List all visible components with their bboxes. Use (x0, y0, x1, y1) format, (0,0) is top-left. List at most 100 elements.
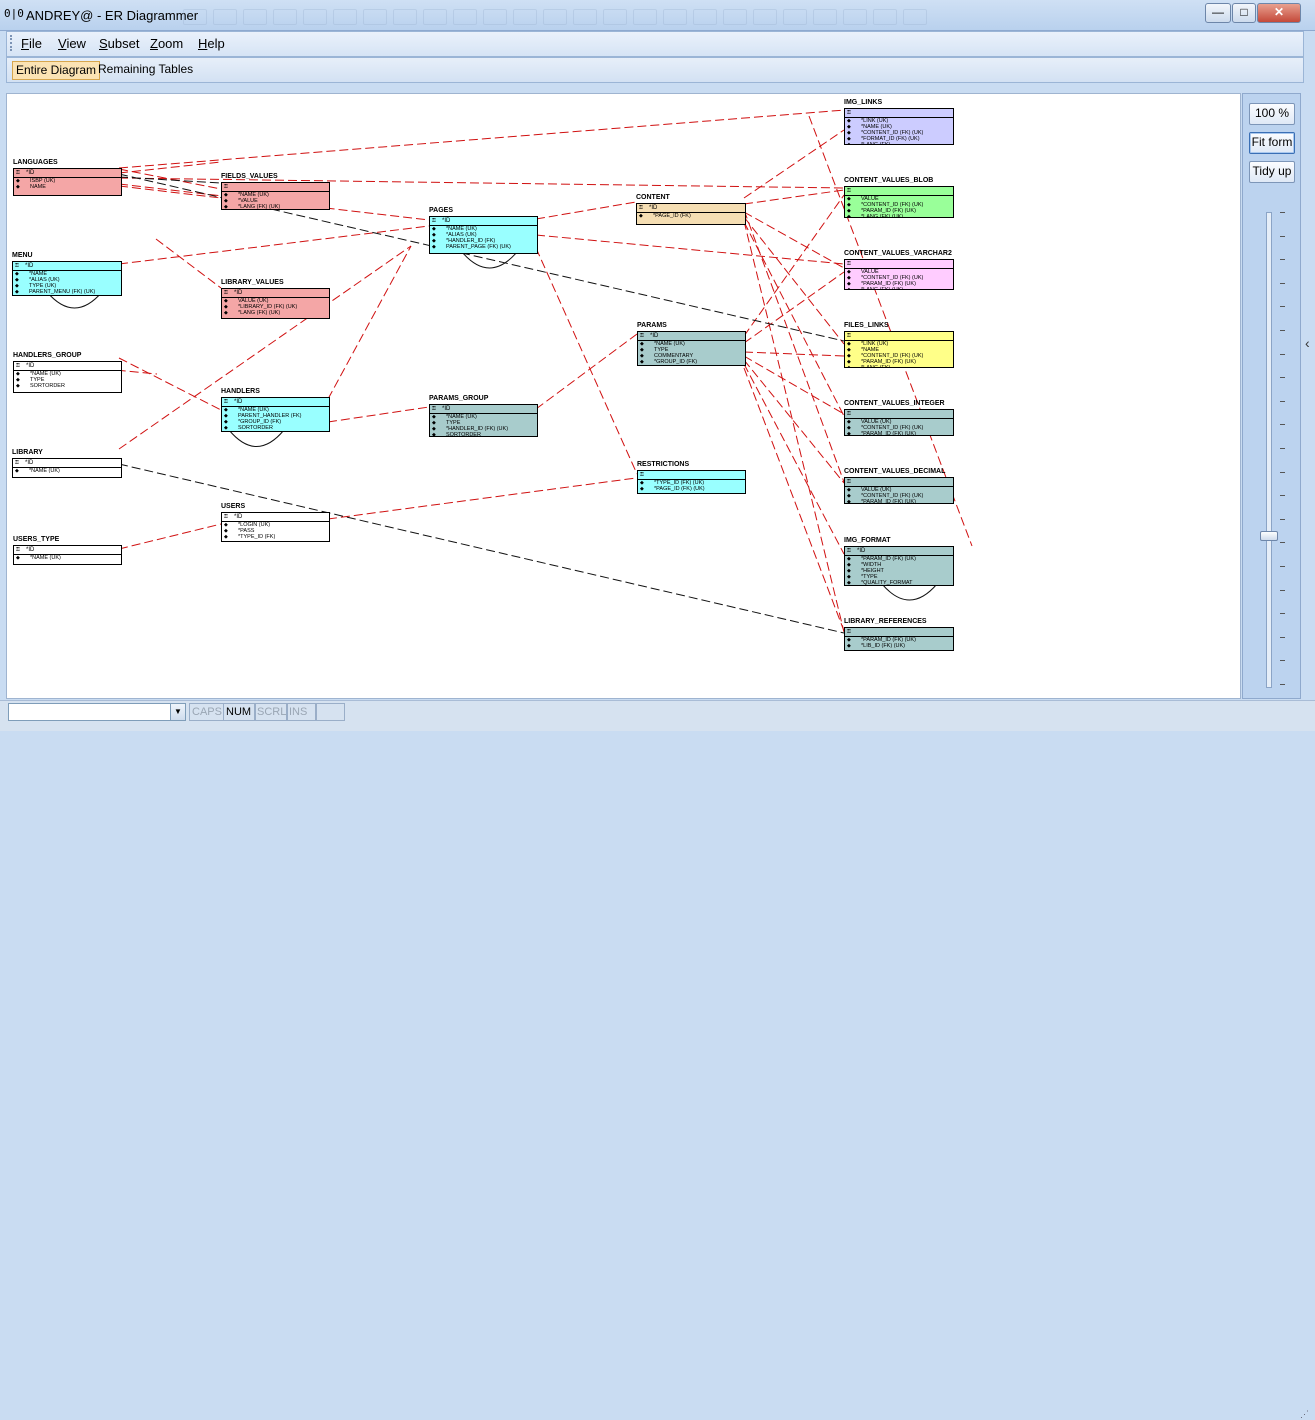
minimize-button[interactable]: — (1205, 3, 1231, 23)
ins-indicator: INS (286, 703, 317, 721)
table-name: RESTRICTIONS (637, 461, 690, 468)
column-marker-icon: ◆ (224, 310, 228, 316)
zoom-slider-track[interactable] (1266, 212, 1272, 688)
table-column: ◆*NAME (UK) (13, 468, 121, 474)
column-name: *LANG (FK) (UK) (861, 287, 904, 290)
tab-entire-diagram[interactable]: Entire Diagram (12, 61, 101, 80)
relationship-line[interactable] (743, 355, 845, 415)
relationship-line[interactable] (118, 109, 846, 169)
table-pk-row: ⚿*ID (13, 459, 121, 468)
chevron-down-icon[interactable]: ▼ (170, 704, 185, 720)
relationship-line[interactable] (118, 185, 222, 199)
relationship-line[interactable] (327, 406, 430, 423)
slider-tick (1280, 636, 1285, 638)
column-marker-icon: ◆ (432, 244, 436, 250)
zoom-slider-thumb[interactable] (1260, 531, 1278, 541)
column-marker-icon: ◆ (847, 580, 851, 586)
table-column: ◆*NAME (845, 347, 953, 353)
fit-form-button[interactable]: Fit form (1249, 132, 1295, 154)
table-body: ⚿*ID◆*PARAM_ID (FK) (UK)◆*WIDTH◆*HEIGHT◆… (844, 546, 954, 586)
tab-remaining-tables[interactable]: Remaining Tables (98, 62, 194, 76)
relationship-line[interactable] (743, 211, 845, 269)
key-icon: ⚿ (15, 263, 19, 269)
table-column: ◆*CONTENT_ID (FK) (UK) (845, 353, 953, 359)
resize-grip-icon[interactable]: ⋰ (1300, 1409, 1309, 1419)
relationship-line[interactable] (743, 351, 845, 357)
relationship-line[interactable] (327, 477, 637, 520)
key-icon: ⚿ (16, 363, 20, 369)
table-column: ◆*LIB_ID (FK) (UK) (845, 643, 953, 649)
table-pk-row: ⚿ (222, 183, 329, 192)
close-button[interactable]: ✕ (1257, 3, 1301, 23)
self-reference-line[interactable] (46, 291, 103, 309)
table-name: IMG_FORMAT (844, 537, 891, 544)
column-name: VALUE (UK) (238, 298, 269, 304)
column-name: *LIBRARY_ID (FK) (UK) (238, 304, 298, 310)
relationship-line[interactable] (743, 194, 845, 337)
relationship-line[interactable] (118, 168, 222, 190)
menu-subset[interactable]: Subset (99, 36, 140, 51)
pk-column: *ID (234, 514, 243, 520)
relationship-line[interactable] (535, 247, 638, 475)
slider-tick (1280, 660, 1285, 662)
relationship-line[interactable] (118, 176, 222, 184)
pk-column: *ID (26, 547, 35, 553)
relationship-line[interactable] (743, 129, 845, 199)
relationship-line[interactable] (118, 463, 845, 634)
self-reference-line[interactable] (881, 583, 938, 601)
slider-tick (1280, 566, 1285, 567)
self-reference-line[interactable] (228, 429, 285, 447)
self-reference-line[interactable] (461, 251, 518, 269)
column-marker-icon: ◆ (847, 341, 851, 347)
menu-file[interactable]: File (21, 36, 42, 51)
column-name: *CONTENT_ID (FK) (UK) (861, 425, 924, 431)
relationship-line[interactable] (743, 363, 845, 555)
relationship-line[interactable] (743, 367, 845, 632)
column-marker-icon: ◆ (16, 555, 20, 561)
column-marker-icon: ◆ (847, 353, 851, 359)
table-column: ◆SORTORDER (222, 425, 329, 431)
zoom-100-button[interactable]: 100 % (1249, 103, 1295, 125)
table-column: ◆*LINK (UK) (845, 118, 953, 124)
relationship-line[interactable] (743, 209, 845, 483)
table-body: ⚿*ID◆*NAME (UK)◆*ALIAS (UK)◆*HANDLER_ID … (429, 216, 538, 254)
column-marker-icon: ◆ (16, 377, 20, 383)
relationship-line[interactable] (118, 245, 412, 450)
relationship-line[interactable] (327, 245, 412, 400)
slider-tick (1280, 259, 1285, 261)
column-name: SORTORDER (238, 425, 273, 431)
relationship-line[interactable] (743, 189, 845, 205)
menu-view[interactable]: View (58, 36, 86, 51)
relationship-line[interactable] (743, 216, 845, 345)
status-combo[interactable]: ▼ (8, 703, 186, 721)
relationship-line[interactable] (118, 357, 222, 411)
relationship-line[interactable] (118, 225, 430, 265)
menu-zoom[interactable]: Zoom (150, 36, 184, 51)
column-name: *CONTENT_ID (FK) (UK) (861, 202, 924, 208)
relationship-line[interactable] (743, 359, 845, 484)
column-name: *NAME (UK) (30, 555, 61, 561)
table-column: ◆SORTORDER (14, 383, 121, 389)
column-marker-icon: ◆ (15, 468, 19, 474)
relationship-line[interactable] (155, 238, 222, 289)
maximize-button[interactable]: □ (1232, 3, 1256, 23)
table-body: ⚿*ID◆ISBP (UK)◆NAME (13, 168, 122, 196)
column-name: *GROUP_ID (FK) (238, 419, 282, 425)
menu-grip[interactable] (10, 35, 15, 51)
relationship-line[interactable] (743, 221, 845, 417)
relationship-line[interactable] (743, 271, 845, 344)
relationship-line[interactable] (118, 161, 222, 174)
table-column: ◆*NAME (UK) (638, 341, 745, 347)
column-name: *HEIGHT (861, 568, 884, 574)
table-body: ⚿*ID◆VALUE (UK)◆*LIBRARY_ID (FK) (UK)◆*L… (221, 288, 330, 319)
menu-help[interactable]: Help (198, 36, 225, 51)
relationship-line[interactable] (535, 201, 637, 220)
relationship-line[interactable] (118, 177, 846, 189)
tidy-up-button[interactable]: Tidy up (1249, 161, 1295, 183)
table-column: ◆*TYPE_ID (FK) (UK) (638, 480, 745, 486)
relationship-line[interactable] (118, 523, 222, 550)
relationship-line[interactable] (743, 220, 845, 633)
relationship-line[interactable] (535, 333, 638, 410)
table-pk-row: ⚿*ID (845, 547, 953, 556)
